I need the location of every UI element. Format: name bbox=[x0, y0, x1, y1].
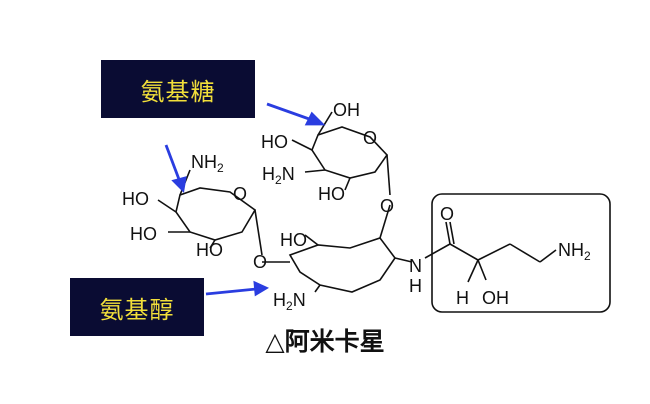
arrow-head-sugar bbox=[304, 111, 326, 126]
side-chain-box bbox=[431, 193, 611, 313]
center-ring-bonds bbox=[288, 237, 396, 293]
atom-labels: OH HO O H2N HO O NH2 HO O HO HO O HO H2N… bbox=[122, 100, 591, 313]
atom-ho-top-lower: HO bbox=[318, 184, 345, 204]
atom-h2n-top: H2N bbox=[262, 164, 295, 187]
atom-oh-chiral: OH bbox=[482, 288, 509, 308]
arrow-head-alcohol bbox=[253, 280, 270, 297]
atom-nh2-left: NH2 bbox=[191, 152, 224, 175]
atom-nh2-chain: NH2 bbox=[558, 240, 591, 263]
left-ring-bonds bbox=[175, 187, 257, 241]
arrow-head-left bbox=[171, 176, 187, 193]
label-amino-alcohol: 氨基醇 bbox=[70, 278, 204, 336]
atom-ho-left-1: HO bbox=[122, 189, 149, 209]
atom-oh-top: OH bbox=[333, 100, 360, 120]
atom-o-left-ring: O bbox=[233, 184, 247, 204]
atom-n-amide: N bbox=[409, 256, 422, 276]
atom-h-chiral: H bbox=[456, 288, 469, 308]
atom-ho-center: HO bbox=[280, 230, 307, 250]
label-amino-sugar: 氨基糖 bbox=[101, 60, 255, 118]
arrows bbox=[164, 102, 326, 297]
arrow-to-alcohol bbox=[205, 287, 257, 296]
atom-h2n-center: H2N bbox=[273, 290, 306, 313]
caption: △阿米卡星 bbox=[265, 327, 385, 356]
atom-ho-top: HO bbox=[261, 132, 288, 152]
bonds bbox=[157, 111, 557, 293]
atom-o-top-ring: O bbox=[363, 128, 377, 148]
atom-ho-left-3: HO bbox=[196, 240, 223, 260]
arrow-to-sugar-ring bbox=[266, 102, 313, 122]
top-ring-bonds bbox=[311, 126, 389, 179]
atom-o-bridge-left: O bbox=[253, 252, 267, 272]
atom-h-amide: H bbox=[409, 276, 422, 296]
atom-o-bridge-top: O bbox=[380, 196, 394, 216]
atom-ho-left-2: HO bbox=[130, 224, 157, 244]
arrow-to-left-ring bbox=[164, 144, 182, 183]
atom-o-carbonyl: O bbox=[440, 204, 454, 224]
